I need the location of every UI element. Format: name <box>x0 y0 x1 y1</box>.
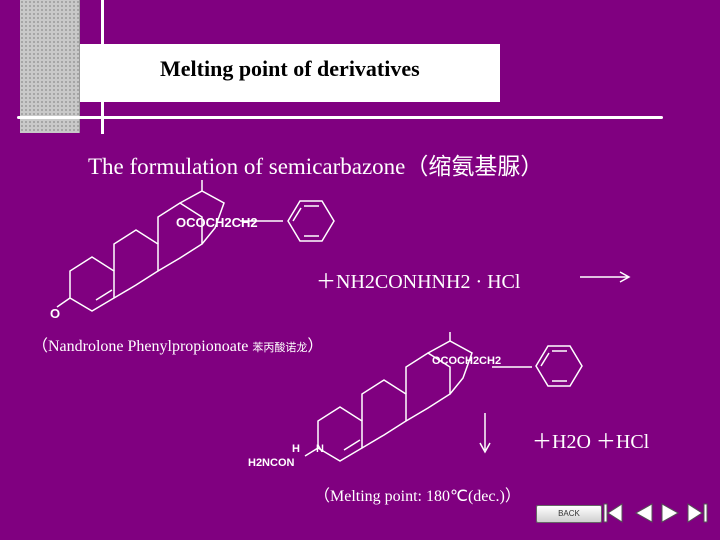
top-phenyl-ring <box>287 200 335 242</box>
bottom-phenyl-ring <box>535 345 583 387</box>
next-icon[interactable] <box>654 500 686 526</box>
section-heading: The formulation of semicarbazone（缩氨基脲） <box>88 154 544 179</box>
bottom-ring-a <box>317 406 363 462</box>
top-ketone-label: O <box>50 306 60 321</box>
bottom-h2ncon-label: H2NCON <box>248 457 295 469</box>
melting-point-text: （Melting point: 180℃(dec.)） <box>314 488 521 505</box>
caption-chinese: 苯丙酸诺龙 <box>252 342 308 354</box>
bottom-ring-b <box>361 379 407 449</box>
top-ring-d <box>179 190 225 245</box>
bottom-substituent-label: OCOCH2CH2 <box>432 355 501 367</box>
title-underline <box>17 116 663 119</box>
bottom-n-label: N <box>316 443 324 455</box>
byproducts-text: ＋H2O ＋HCl <box>532 431 650 453</box>
last-icon[interactable] <box>682 500 714 526</box>
top-substituent-label: OCOCH2CH2 <box>176 215 258 230</box>
caption-close: ） <box>307 338 324 355</box>
reagent-text: ＋NH2CONHNH2 · HCl <box>316 271 521 293</box>
slide-title: Melting point of derivatives <box>160 56 420 81</box>
top-ring-b <box>113 229 159 299</box>
prev-icon[interactable] <box>628 500 660 526</box>
top-ring-a <box>69 256 115 312</box>
back-button[interactable]: BACK <box>536 505 602 523</box>
first-icon[interactable] <box>600 500 632 526</box>
decorative-checker-block <box>20 0 80 133</box>
back-button-label: BACK <box>558 509 580 518</box>
top-ring-c <box>157 202 203 272</box>
bottom-ring-c <box>405 352 451 422</box>
bottom-h-label: H <box>292 443 300 455</box>
caption-main: （Nandrolone Phenylpropionoate <box>32 338 253 355</box>
title-band <box>80 44 500 102</box>
bottom-ring-d <box>427 340 473 395</box>
compound-caption: （Nandrolone Phenylpropionoate 苯丙酸诺龙） <box>32 332 323 356</box>
